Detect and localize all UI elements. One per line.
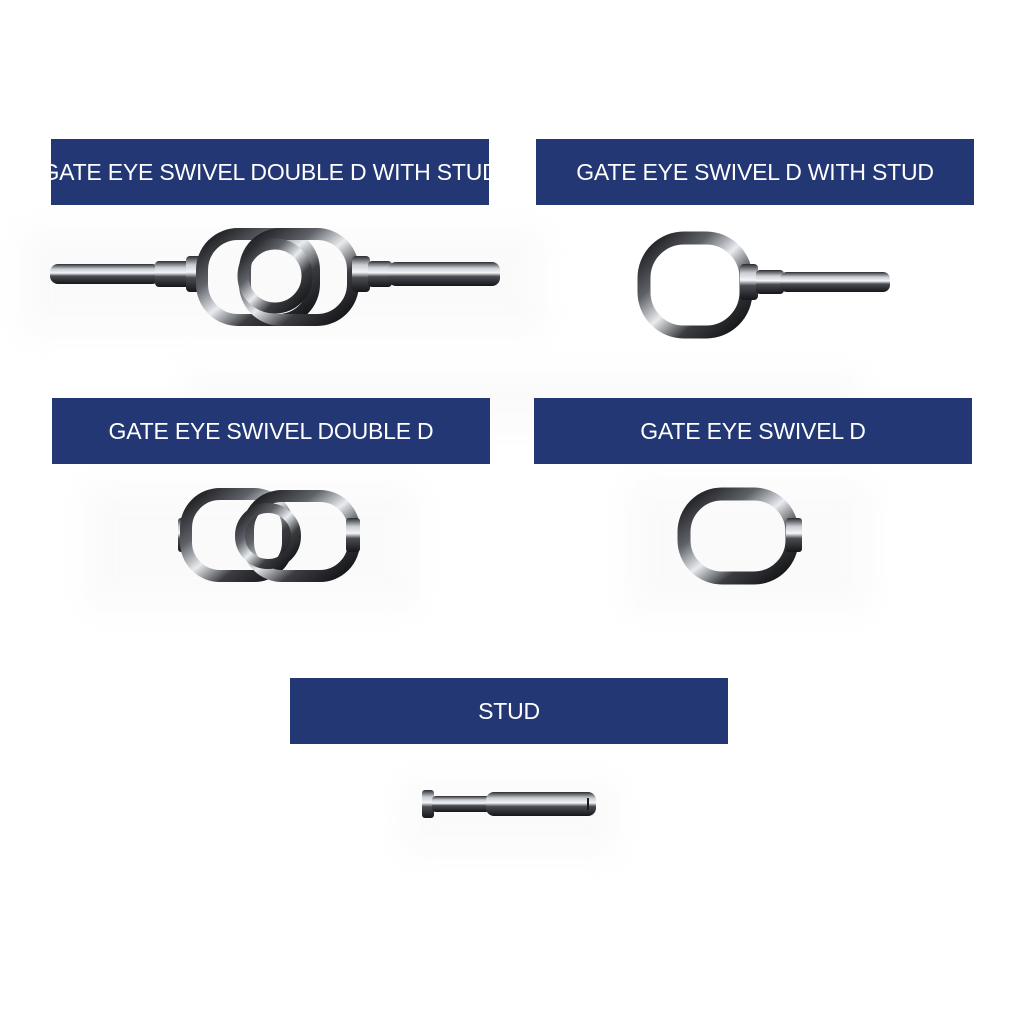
label-stud: STUD [290,678,728,744]
double-d-swivel-with-stud-icon [40,220,510,330]
double-d-swivel-icon [168,484,368,584]
d-swivel-icon [672,484,812,585]
stud-icon [418,786,608,822]
backdrop-panel [626,480,872,612]
d-swivel-with-stud-icon [630,226,900,339]
label-double-d-with-stud: GATE EYE SWIVEL DOUBLE D WITH STUD [41,139,499,205]
label-double-d: GATE EYE SWIVEL DOUBLE D [52,398,490,464]
label-d: GATE EYE SWIVEL D [534,398,972,464]
label-d-with-stud: GATE EYE SWIVEL D WITH STUD [536,139,974,205]
